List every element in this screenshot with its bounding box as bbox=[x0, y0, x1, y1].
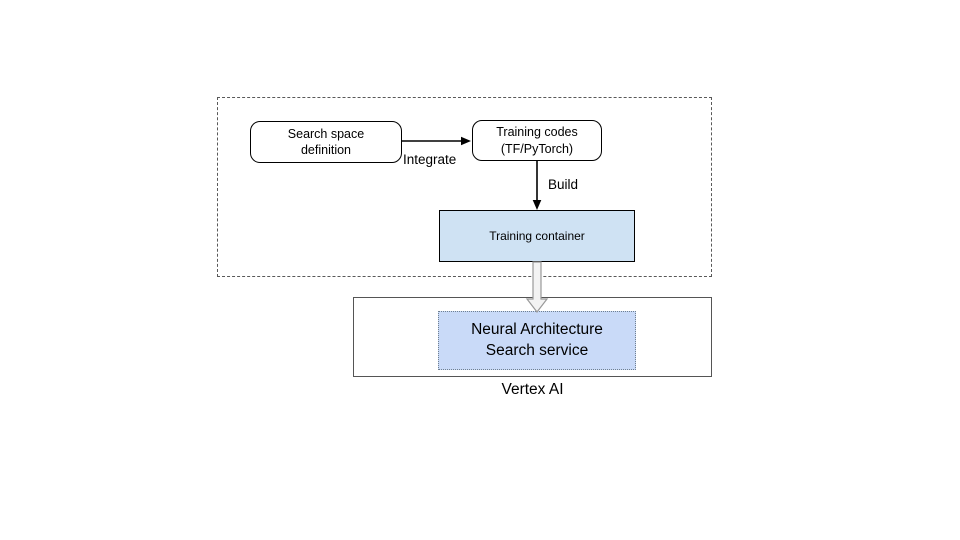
nas-service-label: Neural Architecture Search service bbox=[471, 320, 603, 359]
build-edge-label: Build bbox=[548, 177, 579, 192]
training-container-label: Training container bbox=[489, 229, 585, 243]
training-container-node: Training container bbox=[439, 210, 635, 262]
training-codes-label: Training codes (TF/PyTorch) bbox=[496, 125, 578, 156]
search-space-definition-node: Search space definition bbox=[250, 121, 402, 163]
training-codes-node: Training codes (TF/PyTorch) bbox=[472, 120, 602, 161]
vertex-ai-label: Vertex AI bbox=[501, 381, 564, 398]
search-space-definition-label: Search space definition bbox=[287, 126, 365, 157]
nas-service-node: Neural Architecture Search service bbox=[438, 311, 636, 370]
integrate-edge-label: Integrate bbox=[403, 152, 457, 167]
development-group-box bbox=[217, 97, 712, 277]
